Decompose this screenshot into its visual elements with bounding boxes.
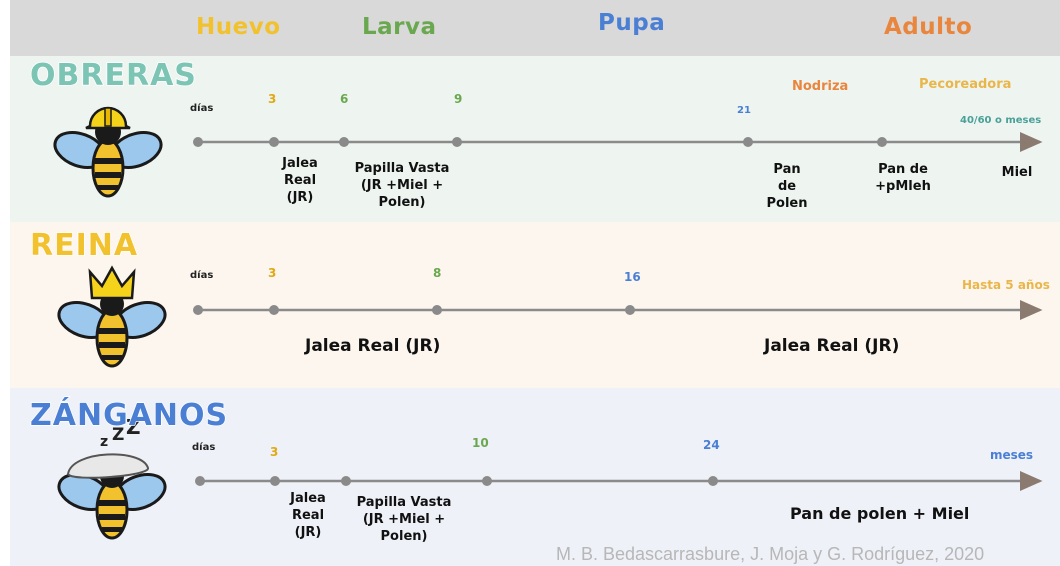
zanganos-timeline (195, 471, 1043, 491)
zanganos-end-label: meses (990, 448, 1034, 462)
zanganos-node-24 (708, 476, 718, 486)
svg-text:Z: Z (126, 415, 141, 439)
obreras-dias-label: días (190, 103, 214, 114)
reina-end-label: Hasta 5 años (962, 278, 1050, 292)
obreras-nodriza: Nodriza (792, 79, 849, 94)
obreras-day-21: 21 (737, 105, 751, 116)
obreras-day-9: 9 (454, 92, 463, 106)
obreras-node-6 (339, 137, 349, 147)
reina-day-8: 8 (433, 266, 442, 280)
stage-pupa: Pupa (598, 10, 666, 36)
reina-node-3 (269, 305, 279, 315)
reina-band (10, 222, 1060, 388)
stage-larva: Larva (362, 14, 437, 40)
bee-hardhat-icon (53, 106, 163, 198)
zanganos-title: ZÁNGANOS (29, 397, 229, 434)
zanganos-day-3: 3 (270, 445, 279, 459)
obreras-pecoreadora: Pecoreadora (919, 77, 1012, 92)
obreras-node-3 (269, 137, 279, 147)
reina-node-0 (193, 305, 203, 315)
reina-dias-label: días (190, 270, 214, 281)
reina-timeline (193, 300, 1043, 320)
svg-text:Z: Z (112, 425, 124, 445)
reina-food-right: Jalea Real (JR) (764, 336, 900, 356)
stage-header (10, 0, 1060, 56)
zanganos-node-10 (482, 476, 492, 486)
zanganos-food-papilla: Papilla Vasta(JR +Miel +Polen) (356, 495, 452, 544)
obreras-node-0 (193, 137, 203, 147)
obreras-timeline (193, 132, 1043, 152)
zanganos-day-10: 10 (472, 436, 489, 450)
zanganos-dias-label: días (192, 442, 216, 453)
obreras-food-papilla: Papilla Vasta(JR +Miel +Polen) (354, 161, 450, 210)
reina-node-8 (432, 305, 442, 315)
bee-sleeping-icon: z Z Z (57, 415, 167, 540)
reina-food-left: Jalea Real (JR) (305, 336, 441, 356)
obreras-food-miel: Miel (1001, 165, 1033, 180)
stage-adulto: Adulto (884, 14, 973, 40)
bee-crown-icon (57, 265, 167, 368)
svg-text:z: z (100, 434, 108, 450)
zanganos-food-adult: Pan de polen + Miel (790, 504, 970, 523)
reina-day-3: 3 (268, 266, 277, 280)
reina-day-16: 16 (624, 270, 641, 284)
stage-huevo: Huevo (196, 14, 281, 40)
obreras-day-3: 3 (268, 92, 277, 106)
obreras-title: OBRERAS (29, 57, 197, 94)
obreras-food-pan-miel: Pan de+pMleh (875, 162, 931, 194)
obreras-node-9 (452, 137, 462, 147)
obreras-node-21 (743, 137, 753, 147)
reina-node-16 (625, 305, 635, 315)
obreras-end-label: 40/60 o meses (960, 115, 1042, 126)
zanganos-node-mid (341, 476, 351, 486)
zanganos-day-24: 24 (703, 438, 720, 452)
reina-title: REINA (29, 227, 139, 264)
obreras-node-pecoreadora (877, 137, 887, 147)
credit-text: M. B. Bedascarrasbure, J. Moja y G. Rodr… (556, 544, 985, 564)
obreras-day-6: 6 (340, 92, 349, 106)
zanganos-node-0 (195, 476, 205, 486)
zanganos-node-3 (270, 476, 280, 486)
